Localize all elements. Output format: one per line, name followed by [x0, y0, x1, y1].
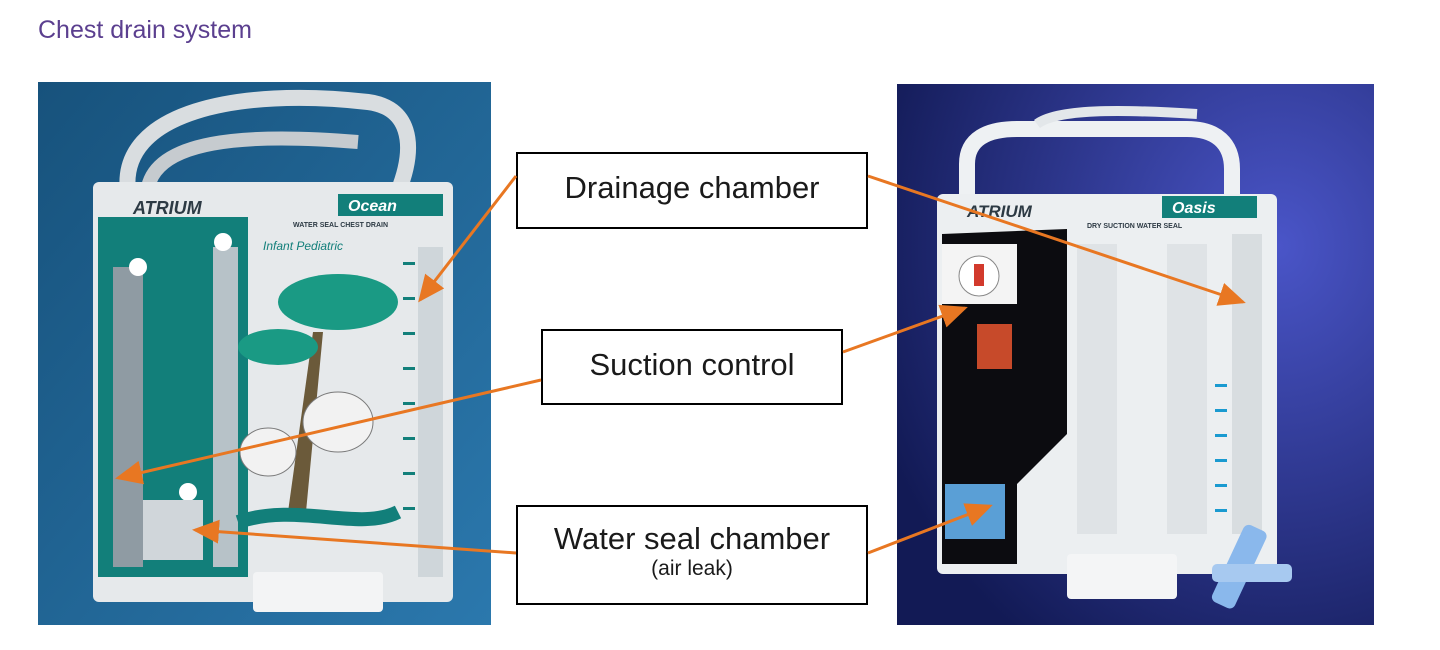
air-leak-text: (air leak) [651, 556, 733, 580]
drainage-chamber-text: Drainage chamber [564, 170, 820, 205]
suction-control-text: Suction control [589, 347, 795, 382]
left-device-text: Infant Pediatric [263, 239, 343, 253]
left-device-photo: ATRIUM Ocean WATER SEAL CHEST DRAIN Infa… [38, 82, 491, 625]
right-model-text: Oasis [1172, 200, 1216, 217]
water-seal-text: Water seal chamber [553, 521, 831, 556]
water-seal-label: Water seal chamber (air leak) [516, 505, 868, 605]
left-model-text: Ocean [348, 198, 397, 215]
page-title: Chest drain system [38, 16, 252, 44]
left-subtitle-text: WATER SEAL CHEST DRAIN [293, 222, 388, 229]
right-brand-text: ATRIUM [966, 202, 1033, 221]
right-device-photo: ATRIUM Oasis DRY SUCTION WATER SEAL [897, 84, 1374, 625]
suction-control-label: Suction control [541, 329, 843, 405]
drainage-chamber-label: Drainage chamber [516, 152, 868, 229]
right-subtitle-text: DRY SUCTION WATER SEAL [1087, 223, 1183, 230]
left-brand-text: ATRIUM [132, 198, 203, 218]
